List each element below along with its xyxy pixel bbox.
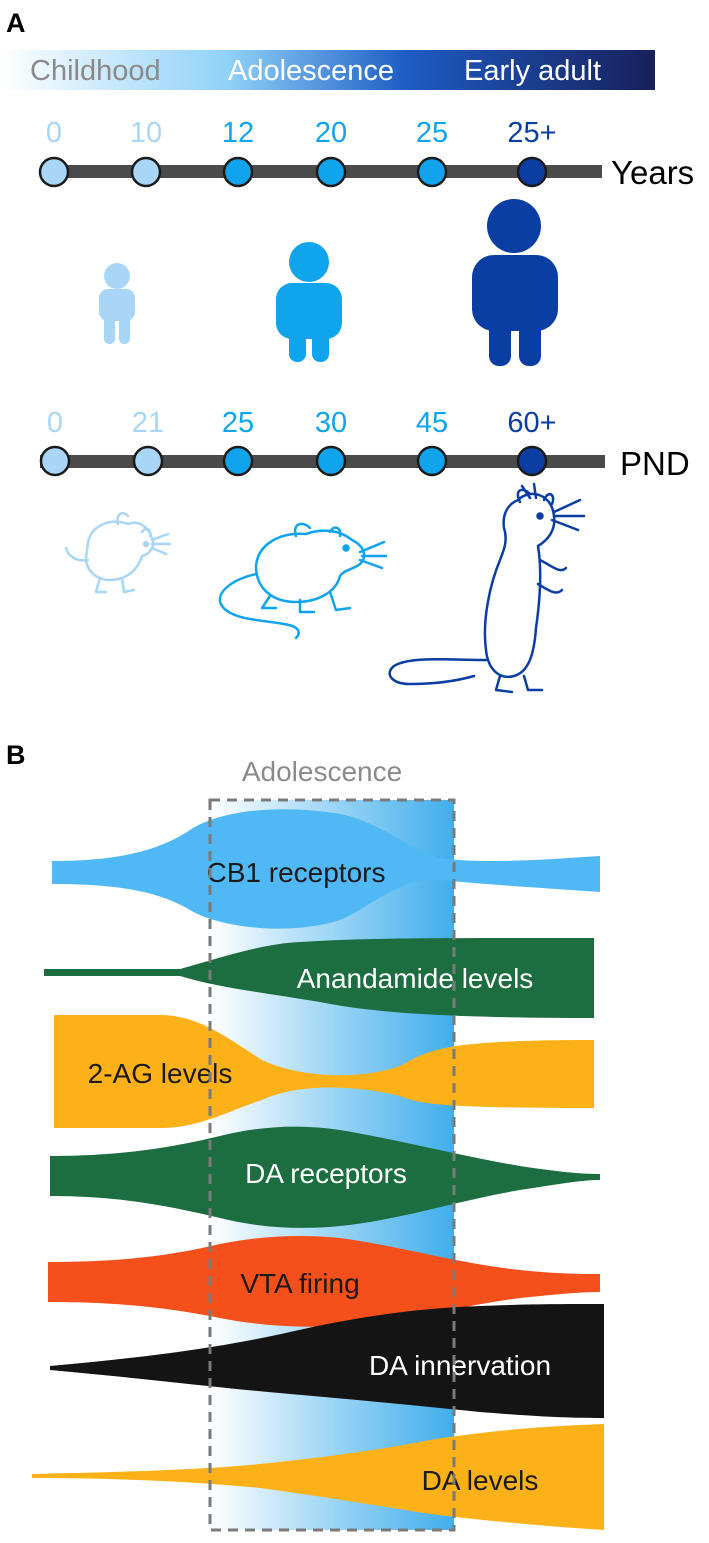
timeline-dot xyxy=(516,445,548,477)
adolescence-window-label: Adolescence xyxy=(242,756,402,787)
human-tick-label: 25+ xyxy=(507,117,556,149)
rodent-tick-label: 0 xyxy=(47,407,63,439)
band-shape xyxy=(54,1015,594,1128)
stage-childhood: Childhood xyxy=(30,55,161,87)
stage-early-adult: Early adult xyxy=(464,55,601,87)
timeline-dot xyxy=(416,445,448,477)
band-2ag-levels: 2-AG levels xyxy=(54,1015,594,1128)
timeline-dot xyxy=(222,445,254,477)
child-human-icon xyxy=(99,263,135,344)
human-tick-label: 10 xyxy=(130,117,162,149)
band-vta-firing: VTA firing xyxy=(48,1236,600,1327)
timeline-dot xyxy=(516,156,548,188)
timeline-dot xyxy=(130,156,162,188)
rodent-tick-label: 21 xyxy=(132,407,164,439)
band-label: DA innervation xyxy=(369,1350,551,1381)
band-da-receptors: DA receptors xyxy=(50,1126,600,1228)
human-tick-label: 12 xyxy=(222,117,254,149)
band-label: 2-AG levels xyxy=(88,1058,233,1089)
adolescence-window-border xyxy=(208,798,456,1532)
timeline-dot xyxy=(416,156,448,188)
adolescent-rat-icon xyxy=(218,522,388,640)
timeline-dot xyxy=(132,445,164,477)
band-label: DA levels xyxy=(422,1465,539,1496)
band-label: VTA firing xyxy=(240,1268,359,1299)
band-label: Anandamide levels xyxy=(297,963,534,994)
rodent-tick-label: 45 xyxy=(416,407,448,439)
band-anandamide-levels: Anandamide levels xyxy=(44,938,594,1018)
stage-gradient-bar xyxy=(0,50,655,90)
band-da-levels: DA levels xyxy=(32,1424,604,1530)
panel-a-label: A xyxy=(6,8,26,38)
band-da-innervation: DA innervation xyxy=(50,1304,604,1418)
rodent-tick-label: 60+ xyxy=(507,407,556,439)
band-cb1-receptors: CB1 receptors xyxy=(52,809,600,929)
human-tick-label: 25 xyxy=(416,117,448,149)
band-shape xyxy=(44,938,594,1018)
juvenile-rat-icon xyxy=(64,512,172,594)
adult-human-icon xyxy=(472,199,558,366)
band-shape xyxy=(32,1424,604,1530)
rodent-tick-labels: 0 21 25 30 45 60+ xyxy=(47,407,557,439)
rodent-tick-label: 25 xyxy=(222,407,254,439)
human-timeline-unit: Years xyxy=(611,154,694,191)
rodent-tick-dots xyxy=(39,445,548,477)
adolescent-human-icon xyxy=(276,242,342,362)
band-shape xyxy=(48,1236,600,1327)
band-shape xyxy=(50,1304,604,1418)
timeline-dot xyxy=(222,156,254,188)
stage-adolescence: Adolescence xyxy=(228,55,394,87)
band-shape xyxy=(50,1126,600,1228)
rodent-timeline-unit: PND xyxy=(620,445,690,482)
human-tick-label: 0 xyxy=(46,117,62,149)
human-tick-labels: 0 10 12 20 25 25+ xyxy=(46,117,557,149)
timeline-dot xyxy=(315,445,347,477)
timeline-dot xyxy=(315,156,347,188)
rodent-timeline: 0 21 25 30 45 60+ PND xyxy=(39,407,690,482)
timeline-dot xyxy=(39,445,71,477)
human-tick-label: 20 xyxy=(315,117,347,149)
rodent-tick-label: 30 xyxy=(315,407,347,439)
band-shape xyxy=(52,809,600,929)
human-timeline: 0 10 12 20 25 25+ Years xyxy=(38,117,694,191)
timeline-dot xyxy=(38,156,70,188)
band-label: DA receptors xyxy=(245,1158,407,1189)
human-tick-dots xyxy=(38,156,548,188)
adult-rat-icon xyxy=(388,482,586,694)
band-label: CB1 receptors xyxy=(207,857,386,888)
panel-b-label: B xyxy=(6,740,26,770)
